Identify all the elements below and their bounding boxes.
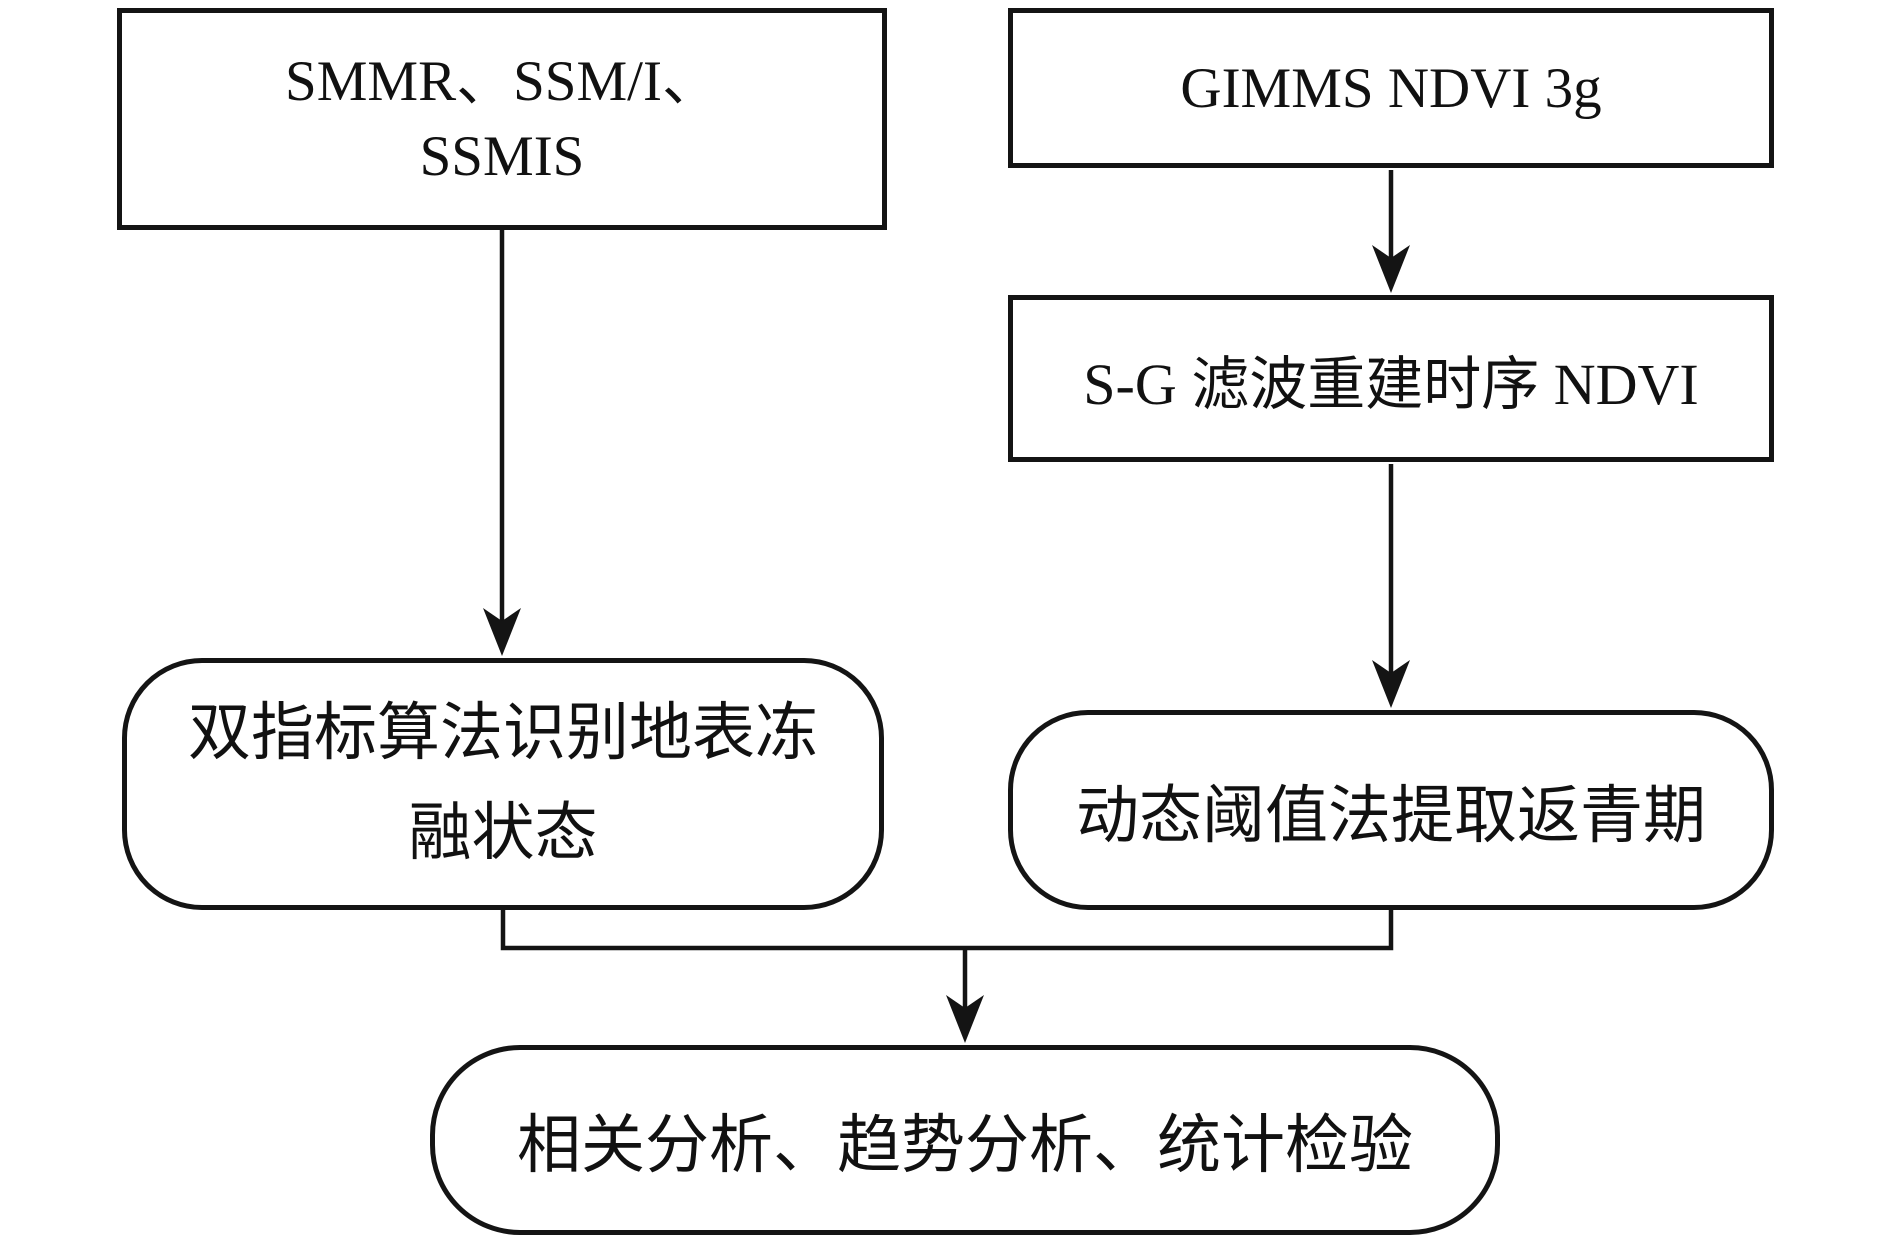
node-greenup-extraction-label: 动态阈值法提取返青期 — [1076, 780, 1706, 851]
arrow-merge-to-analysis-head — [946, 995, 984, 1043]
arrow-sg-to-greenup-head — [1372, 660, 1410, 708]
arrow-sensors-to-freeze — [483, 230, 521, 656]
node-passive-microwave-sensors-label-line1: SMMR、SSM/I、 — [285, 49, 719, 113]
node-freeze-thaw-algorithm-label-line1: 双指标算法识别地表冻 — [188, 698, 818, 769]
node-gimms-ndvi: GIMMS NDVI 3g — [1008, 8, 1774, 168]
arrow-gimms-to-sg-head — [1372, 245, 1410, 293]
node-greenup-extraction: 动态阈值法提取返青期 — [1008, 710, 1774, 910]
node-gimms-ndvi-label: GIMMS NDVI 3g — [1180, 56, 1602, 120]
merge-connector — [500, 910, 1394, 951]
node-sg-filter-ndvi-label: S-G 滤波重建时序 NDVI — [1083, 351, 1699, 417]
arrow-sg-to-greenup — [1372, 464, 1410, 708]
node-statistical-analysis: 相关分析、趋势分析、统计检验 — [430, 1045, 1500, 1235]
node-passive-microwave-sensors-label-line2: SSMIS — [419, 125, 585, 188]
arrow-gimms-to-sg — [1372, 170, 1410, 293]
arrow-merge-to-analysis — [946, 948, 984, 1043]
node-freeze-thaw-algorithm: 双指标算法识别地表冻 融状态 — [122, 658, 884, 910]
node-passive-microwave-sensors: SMMR、SSM/I、 SSMIS — [117, 8, 887, 230]
node-sg-filter-ndvi: S-G 滤波重建时序 NDVI — [1008, 295, 1774, 462]
node-statistical-analysis-label: 相关分析、趋势分析、统计检验 — [517, 1110, 1413, 1181]
arrow-sensors-to-freeze-head — [483, 608, 521, 656]
node-freeze-thaw-algorithm-label-line2: 融状态 — [408, 798, 598, 868]
